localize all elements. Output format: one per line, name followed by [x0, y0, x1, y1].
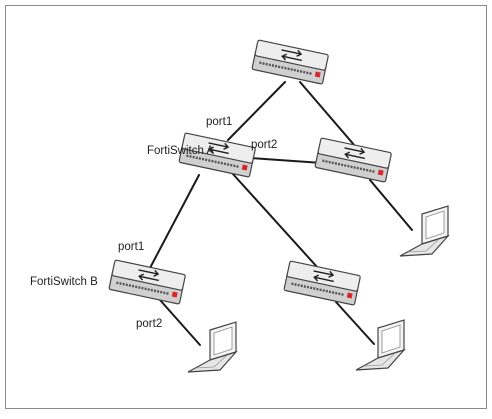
switch-b-port-strip [116, 281, 170, 296]
links-layer [149, 81, 413, 346]
switch-b-status-led [171, 291, 178, 298]
laptop-bottom-middle-keyboard-detail [363, 353, 395, 367]
link-top-switch-to-right-switch [299, 81, 356, 147]
top-switch-switch-icon [251, 39, 329, 85]
switch-a-top-plate [181, 132, 256, 164]
switch-b-arrow-right-icon [138, 269, 160, 277]
right-switch-top-plate [317, 137, 392, 169]
link-middle-switch-to-laptop-bottom-middle [335, 301, 375, 345]
link-switch-a-to-middle-switch [231, 172, 319, 269]
laptop-right-keyboard-detail [407, 239, 439, 253]
middle-switch-port-strip [291, 282, 345, 297]
switch-b-port2-label: port2 [136, 318, 162, 330]
top-switch-port-strip [259, 61, 313, 76]
top-switch-status-led [314, 71, 321, 78]
switch-b-label: FortiSwitch B [30, 276, 98, 288]
nodes-layer [108, 39, 450, 373]
middle-switch-status-led [346, 292, 353, 299]
link-switch-b-to-laptop-bottom-left [159, 299, 201, 346]
laptop-right-laptop-icon [399, 205, 450, 257]
switch-a-status-led [241, 164, 248, 171]
laptop-bottom-left-keyboard [187, 350, 238, 373]
right-switch-arrow-right-icon [344, 147, 366, 155]
laptop-bottom-middle-laptop-icon [355, 319, 406, 371]
link-switch-a-to-top-switch [227, 81, 286, 141]
laptop-bottom-left-keyboard-detail [195, 355, 227, 369]
middle-switch-top-plate [286, 260, 361, 292]
switch-a-port1-label: port1 [206, 116, 232, 128]
laptop-bottom-middle-display [381, 324, 401, 354]
switch-a-label: FortiSwitch A [147, 145, 214, 157]
switch-b-port1-label: port1 [118, 241, 144, 253]
middle-switch-switch-icon [283, 260, 361, 306]
link-switch-a-to-switch-b [149, 174, 200, 269]
middle-switch-arrow-right-icon [313, 270, 335, 278]
right-switch-port-strip [322, 159, 376, 174]
laptop-bottom-left-laptop-icon [187, 321, 238, 373]
laptop-right-keyboard [399, 234, 450, 257]
laptop-right-display [425, 210, 445, 240]
right-switch-switch-icon [314, 137, 392, 183]
laptop-bottom-middle-keyboard [355, 348, 406, 371]
top-switch-arrow-left-icon [281, 53, 302, 62]
switch-b-top-plate [111, 259, 186, 291]
switch-a-arrow-left-icon [208, 146, 229, 155]
middle-switch-arrow-left-icon [313, 274, 334, 283]
switch-a-arrow-right-icon [208, 142, 230, 150]
link-switch-a-to-right-switch [249, 157, 323, 164]
switch-a-port2-label: port2 [251, 139, 277, 151]
switch-b-switch-icon [108, 259, 186, 305]
switch-a-switch-icon [178, 132, 256, 178]
top-switch-arrow-right-icon [281, 49, 303, 57]
labels-layer: FortiSwitch A FortiSwitch B port1 port2 … [30, 116, 277, 330]
laptop-bottom-left-display [213, 326, 233, 356]
top-switch-top-plate [254, 39, 329, 71]
right-switch-arrow-left-icon [344, 151, 365, 160]
right-switch-status-led [377, 169, 384, 176]
switch-b-arrow-left-icon [138, 273, 159, 282]
link-right-switch-to-laptop-right [369, 179, 413, 231]
switch-a-port-strip [186, 154, 240, 169]
diagram-frame [5, 5, 487, 409]
